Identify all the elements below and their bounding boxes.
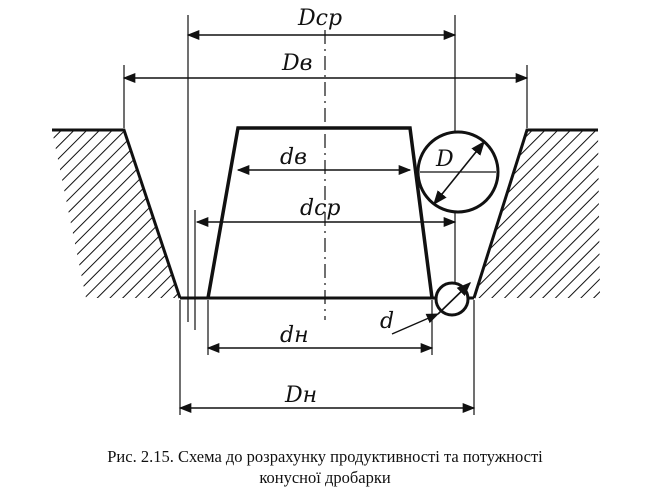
label-d-bottom-inner: dн (280, 323, 309, 348)
label-d-avg-outer: Dср (297, 6, 342, 31)
label-d-bottom-outer: Dн (284, 383, 317, 408)
label-d-top-inner: dв (280, 145, 307, 170)
label-d-top-outer: Dв (281, 51, 312, 76)
figure-caption-line2: конусної дробарки (259, 468, 391, 487)
label-d-avg-inner: dср (300, 196, 341, 221)
dimension-lines (122, 29, 529, 414)
crusher-diagram: Dср Dв dв dср dн Dн D d (52, 6, 600, 415)
label-lump-large: D (435, 147, 454, 172)
figure-caption-line1: Рис. 2.15. Схема до розрахунку продуктив… (107, 447, 543, 466)
lump-circle-large (416, 130, 500, 214)
housing-right (472, 128, 600, 299)
label-lump-small: d (380, 309, 394, 334)
crushing-cone (180, 126, 474, 300)
housing-left (52, 128, 182, 299)
lump-circle-small (391, 281, 472, 335)
